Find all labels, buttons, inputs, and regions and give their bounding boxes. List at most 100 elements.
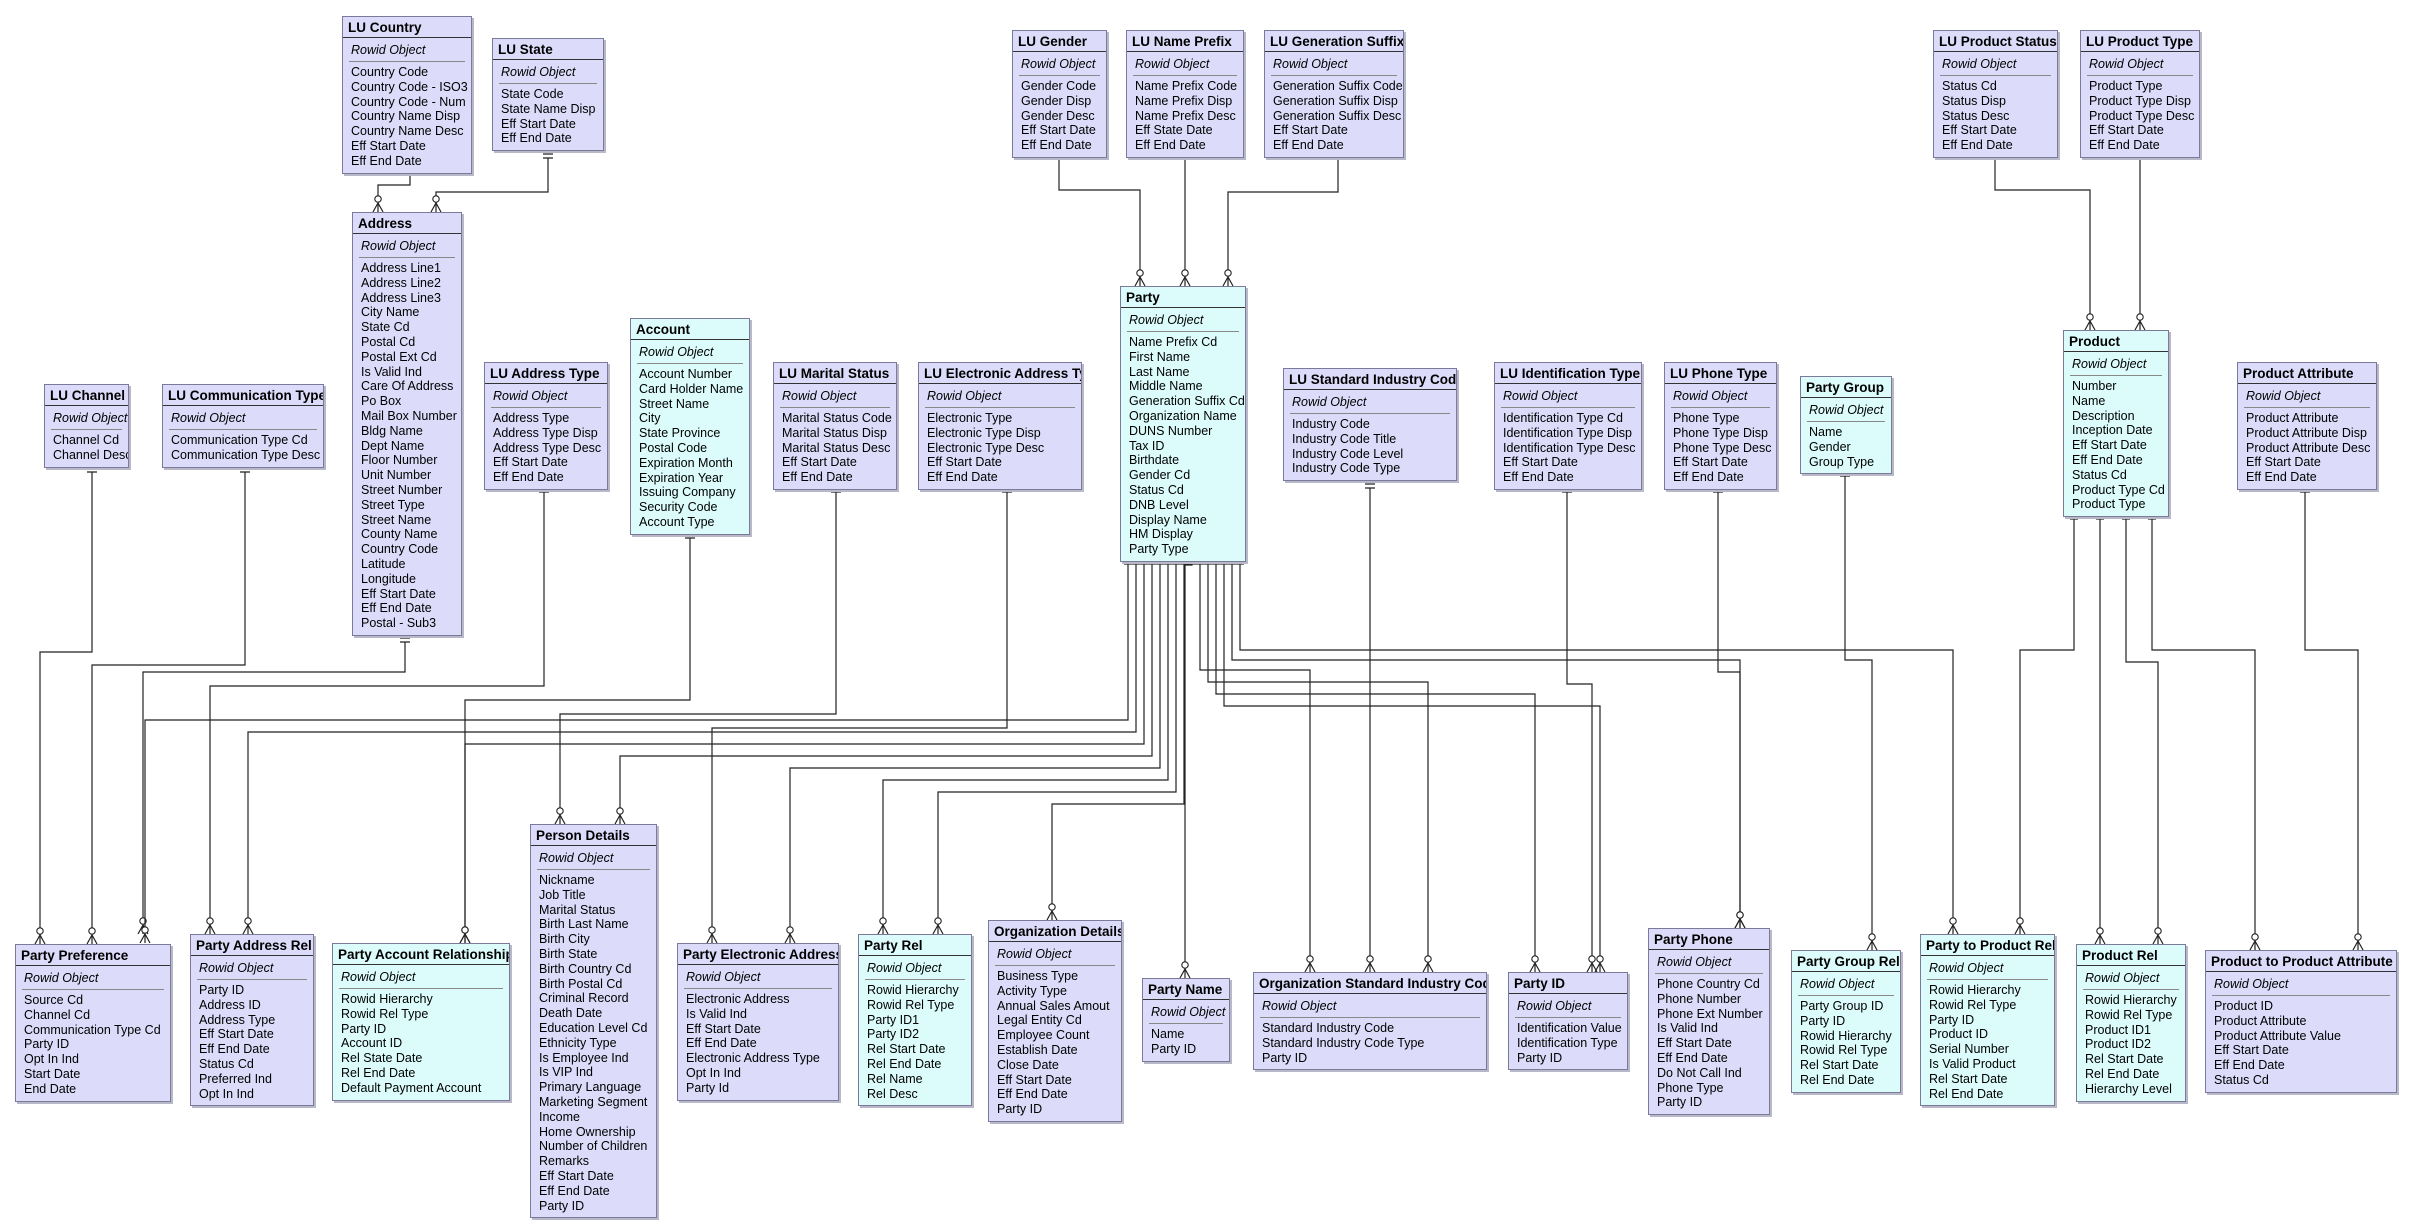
entity-padding bbox=[1143, 1057, 1229, 1061]
entity-attribute: Longitude bbox=[361, 571, 416, 586]
optional-marker bbox=[1736, 911, 1744, 919]
entity-attribute: Eff End Date bbox=[782, 470, 853, 485]
entity-attribute: Is VIP Ind bbox=[539, 1065, 593, 1080]
entity-attribute: Eff Start Date bbox=[1942, 123, 2017, 138]
optional-marker bbox=[1424, 955, 1432, 963]
entity-padding bbox=[16, 1097, 170, 1101]
entity-attribute: Death Date bbox=[539, 1006, 603, 1021]
entity-attribute: Communication Type Desc bbox=[171, 447, 321, 462]
entity-attribute: Product Type bbox=[2072, 497, 2146, 512]
entity-attribute: Tax ID bbox=[1129, 438, 1165, 453]
entity-attribute: HM Display bbox=[1129, 527, 1193, 542]
entity-attribute: Bldg Name bbox=[361, 423, 423, 438]
relationship-line bbox=[240, 467, 250, 473]
entity-attribute: Product ID1 bbox=[2085, 1022, 2152, 1037]
entity-attribute: Birth Postal Cd bbox=[539, 976, 623, 991]
entity-attribute: Product Attribute bbox=[2246, 411, 2339, 425]
relationship-line bbox=[1594, 961, 1606, 973]
entity-attribute: Education Level Cd bbox=[539, 1020, 648, 1035]
optional-marker bbox=[2016, 917, 2024, 925]
entity-title: Party bbox=[1121, 287, 1245, 308]
entity-attribute: Party ID bbox=[997, 1102, 1043, 1117]
entity-attribute: Communication Type Cd bbox=[24, 1022, 161, 1037]
entity-attribute: Inception Date bbox=[2072, 423, 2153, 438]
entity-attribute: Rel End Date bbox=[1800, 1072, 1875, 1087]
entity-attribute: Eff Start Date bbox=[1657, 1036, 1732, 1051]
optional-marker bbox=[139, 917, 147, 925]
entity-attribute: Gender Code bbox=[1021, 79, 1097, 93]
optional-marker bbox=[708, 926, 716, 934]
relationship-line bbox=[1134, 275, 1146, 287]
entity-padding bbox=[1921, 1101, 2054, 1105]
entity-padding bbox=[2064, 512, 2168, 516]
entity-padding bbox=[1254, 1065, 1486, 1069]
optional-marker bbox=[616, 807, 624, 815]
entity-attribute: Name Prefix Code bbox=[1135, 79, 1238, 93]
relationship-line bbox=[242, 923, 254, 935]
entity-attribute: Group Type bbox=[1809, 454, 1875, 469]
relationship-line bbox=[619, 560, 1153, 824]
entity-attribute: Status Desc bbox=[1942, 108, 2010, 123]
entity-attribute: Eff End Date bbox=[2214, 1058, 2285, 1073]
optional-marker bbox=[206, 917, 214, 925]
entity-attribute: Eff End Date bbox=[361, 601, 432, 616]
entity-padding bbox=[2081, 153, 2199, 157]
entity-attribute: Address Line3 bbox=[361, 290, 441, 305]
relationship-line bbox=[543, 153, 553, 159]
entity-attribute: Product Type Disp bbox=[2089, 93, 2191, 108]
relationship-line bbox=[1179, 967, 1191, 979]
entity-attribute: Phone Type bbox=[1657, 1080, 1724, 1095]
entity-title: LU Product Type bbox=[2081, 31, 2199, 52]
entity-attribute: Product Attribute Disp bbox=[2246, 425, 2367, 440]
entity-attribute: Eff Start Date bbox=[1021, 123, 1096, 138]
entity-padding bbox=[1792, 1088, 1900, 1092]
entity-padding bbox=[1649, 1110, 1769, 1114]
entity-attribute: Identification Type Disp bbox=[1503, 425, 1633, 440]
relationship-line bbox=[204, 923, 216, 935]
entity-attribute: Employee Count bbox=[997, 1028, 1090, 1043]
entity-rowid: Rowid Object bbox=[1927, 956, 2048, 980]
entity-attribute: Eff Start Date bbox=[1673, 455, 1748, 470]
entity-attribute: Eff State Date bbox=[1135, 123, 1213, 138]
relationship-line bbox=[400, 637, 410, 643]
entity-attribute: Country Code bbox=[351, 65, 429, 79]
entity-attribute: Last Name bbox=[1129, 364, 1190, 379]
relationship-line bbox=[142, 642, 406, 934]
